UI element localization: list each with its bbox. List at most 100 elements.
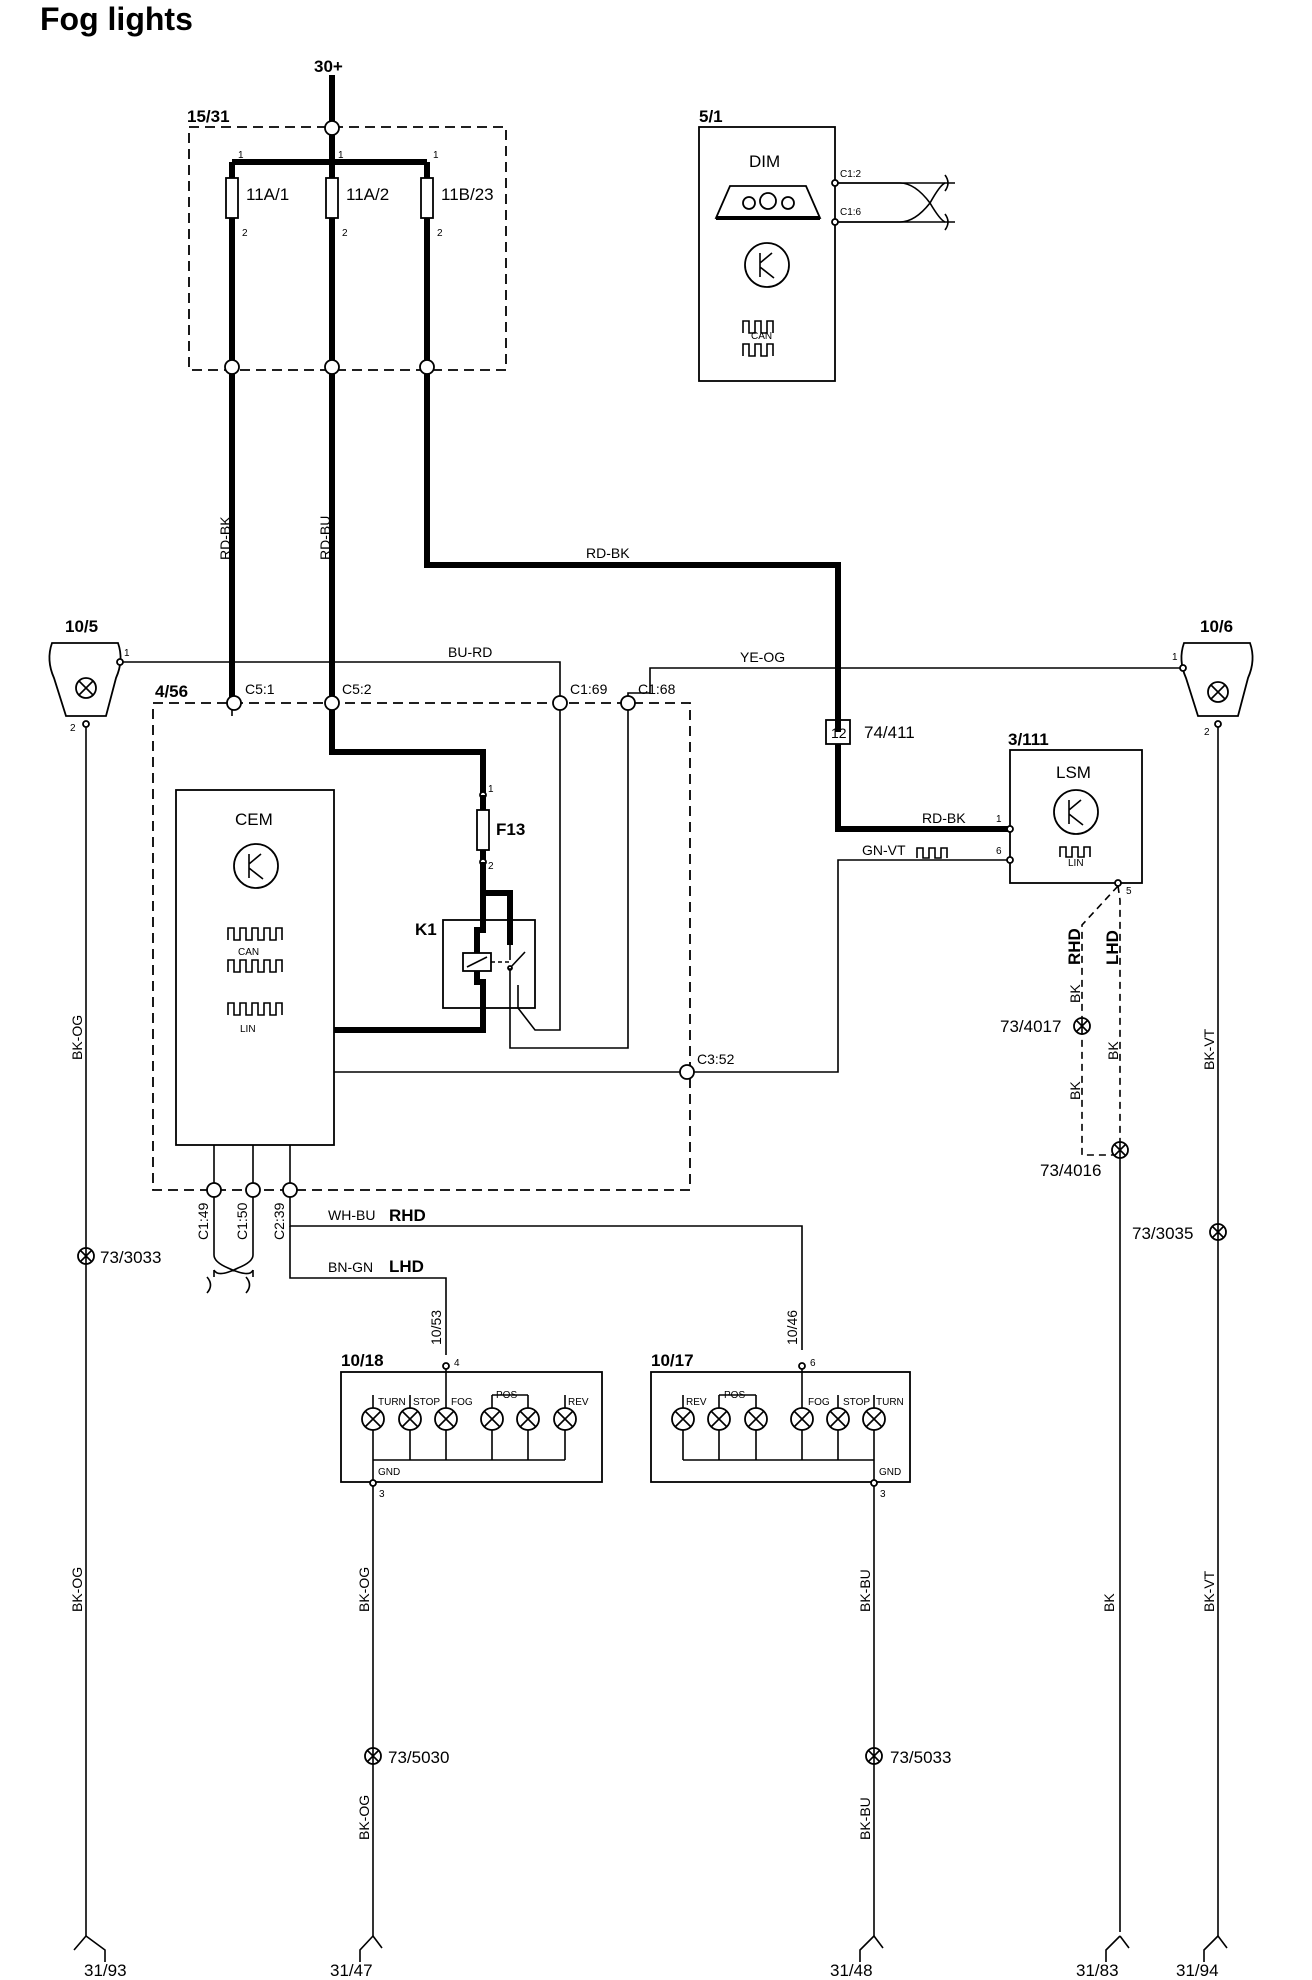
cem-module: 4/56 C5:1 C5:2 C1:69 C1:68 CEM CAN LIN 1… [152, 681, 1008, 1198]
variant-rhd-2: RHD [1065, 928, 1084, 965]
harness-ref-10-53: 10/53 [428, 1310, 444, 1345]
fuse-11a1-label: 11A/1 [246, 185, 289, 204]
fuse-f13-label: F13 [496, 820, 525, 839]
pin-label: 3 [880, 1489, 886, 1500]
variant-rhd: RHD [389, 1206, 426, 1225]
wire-ye-og: YE-OG [740, 649, 785, 665]
variant-lhd-2: LHD [1103, 930, 1122, 965]
pin-c1-49: C1:49 [195, 1202, 211, 1240]
wire-bk: BK [1067, 984, 1083, 1003]
pin-label: 5 [1126, 886, 1132, 897]
pin-c3-52: C3:52 [697, 1051, 735, 1067]
rear-lamp-left: 10/18 4 TURN STOP FOG POS REV GND 3 [340, 1351, 603, 1500]
pin-label: 6 [810, 1358, 816, 1369]
lsm-bus: LIN [1068, 858, 1084, 869]
splice-73-4017: 73/4017 [1000, 1017, 1061, 1036]
lamp-stop-label: STOP [413, 1397, 440, 1408]
pin-label: 1 [488, 784, 494, 795]
fuse-box-id: 15/31 [187, 107, 230, 126]
wire-bk-og-4: BK-OG [356, 1795, 372, 1840]
ground-31-83: 31/83 [1076, 1961, 1119, 1980]
lsm-name: LSM [1056, 763, 1091, 782]
ground-31-93: 31/93 [84, 1961, 127, 1980]
splice-73-4016: 73/4016 [1040, 1161, 1101, 1180]
pin-c1-69: C1:69 [570, 681, 608, 697]
lamp-fog-label: FOG [451, 1397, 473, 1408]
splice-73-3035: 73/3035 [1132, 1224, 1193, 1243]
splice-73-5030: 73/5030 [388, 1748, 449, 1767]
supply-label: 30+ [314, 57, 343, 76]
lsm-module: 3/111 LSM LIN 1 6 5 [996, 730, 1143, 897]
wire-bn-gn: BN-GN [328, 1259, 373, 1275]
ground-31-94: 31/94 [1176, 1961, 1219, 1980]
wire-bk-vt-1: BK-VT [1201, 1028, 1217, 1070]
pin-c1-50: C1:50 [234, 1202, 250, 1240]
wire-rd-bk-2: RD-BK [586, 545, 630, 561]
wire-bk: BK [1067, 1081, 1083, 1100]
fuse-11a2-label: 11A/2 [346, 185, 389, 204]
wire-bk-bu-2: BK-BU [857, 1797, 873, 1840]
wire-rd-bk-1: RD-BK [217, 516, 233, 560]
variant-lhd: LHD [389, 1257, 424, 1276]
connector-pin: 12 [831, 725, 847, 741]
rear-left-id: 10/18 [341, 1351, 384, 1370]
rear-right-id: 10/17 [651, 1351, 694, 1370]
wire-rd-bu: RD-BU [317, 516, 333, 560]
pin-label: 1 [238, 150, 244, 161]
wire-bk-og-1: BK-OG [69, 1015, 85, 1060]
wire-bk-og-2: BK-OG [69, 1567, 85, 1612]
pin-label: 2 [488, 861, 494, 872]
lamp-right-id: 10/6 [1200, 617, 1233, 636]
front-fog-lamp-left: 10/5 1 2 [48, 617, 130, 734]
wire-rd-bk-3: RD-BK [922, 810, 966, 826]
wire-wh-bu: WH-BU [328, 1207, 375, 1223]
lamp-left-id: 10/5 [65, 617, 98, 636]
ground-symbols [73, 1935, 1228, 1962]
pin-label: 1 [338, 150, 344, 161]
dim-pin-b: C1:6 [840, 207, 862, 218]
lsm-id: 3/111 [1008, 730, 1049, 749]
pin-label: 1 [433, 150, 439, 161]
dim-bus: CAN [751, 331, 772, 342]
cem-name: CEM [235, 810, 273, 829]
ground-31-48: 31/48 [830, 1961, 873, 1980]
pin-label: 1 [996, 814, 1002, 825]
lamp-turn-label: TURN [378, 1397, 406, 1408]
lamp-stop-label: STOP [843, 1397, 870, 1408]
dim-name: DIM [749, 152, 780, 171]
pin-c5-2: C5:2 [342, 681, 372, 697]
lamp-rev-label: REV [686, 1397, 707, 1408]
fuse-11b23-label: 11B/23 [441, 185, 494, 204]
cem-bus-lin: LIN [240, 1024, 256, 1035]
pin-label: 2 [342, 228, 348, 239]
cem-bus-can: CAN [238, 947, 259, 958]
wire-bk: BK [1105, 1041, 1121, 1060]
wire-bk-bu-1: BK-BU [857, 1569, 873, 1612]
connector-id: 74/411 [864, 723, 915, 742]
front-fog-lamp-right: 10/6 1 2 [1172, 617, 1254, 738]
pin-label: 3 [379, 1489, 385, 1500]
pin-label: 2 [437, 228, 443, 239]
splice-73-3033: 73/3033 [100, 1248, 161, 1267]
page-title: Fog lights [40, 1, 193, 37]
pin-label: 2 [70, 723, 76, 734]
wire-gn-vt: GN-VT [862, 842, 906, 858]
fuse-box: 15/31 11A/1 11A/2 11B/23 1 1 1 2 2 2 [187, 75, 507, 375]
wire-bu-rd: BU-RD [448, 644, 492, 660]
dim-id: 5/1 [699, 107, 723, 126]
pin-label: 6 [996, 846, 1002, 857]
rear-lamp-right: 10/17 6 REV POS FOG STOP TURN GND 3 [650, 1351, 911, 1500]
pin-label: 1 [1172, 652, 1178, 663]
ground-31-47: 31/47 [330, 1961, 373, 1980]
dim-module: 5/1 DIM CAN C1:2 C1:6 [698, 107, 955, 382]
pin-label: 2 [1204, 727, 1210, 738]
pin-label: 1 [124, 648, 130, 659]
wire-bk-vt-2: BK-VT [1201, 1570, 1217, 1612]
lamp-turn-label: TURN [876, 1397, 904, 1408]
pin-label: 2 [242, 228, 248, 239]
dim-pin-a: C1:2 [840, 169, 862, 180]
gnd-label: GND [879, 1467, 901, 1478]
harness-ref-10-46: 10/46 [784, 1310, 800, 1345]
splice-73-5033: 73/5033 [890, 1748, 951, 1767]
